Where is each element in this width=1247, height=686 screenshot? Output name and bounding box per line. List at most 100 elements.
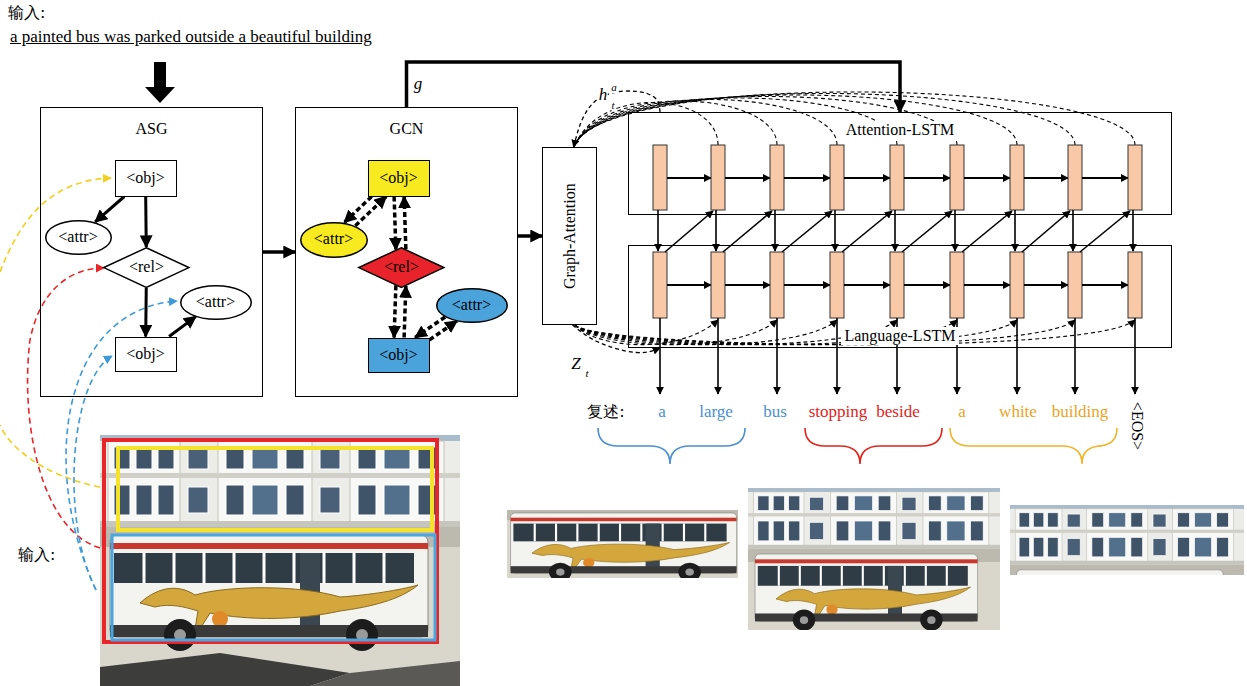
- arrow: [169, 317, 196, 337]
- lstm-cell: [830, 145, 844, 210]
- arrow: [144, 288, 148, 337]
- ellipse-outline: [45, 220, 111, 254]
- context-wire: [575, 320, 1075, 345]
- recurrent-arrow: [904, 284, 950, 286]
- building-region: [118, 448, 432, 530]
- recurrent-arrow: [1024, 284, 1068, 286]
- output-word-holder: bus: [763, 402, 787, 422]
- hidden-state-symbol-holder: h: [599, 86, 608, 104]
- grounding-curve: [0, 178, 111, 272]
- recurrent-arrow: [844, 284, 890, 286]
- recurrent-arrow: [784, 284, 830, 286]
- output-word: large: [699, 402, 733, 422]
- recurrent-arrow: [725, 177, 770, 179]
- bus-region: [112, 535, 435, 640]
- crop-scene: [503, 454, 759, 602]
- recurrent-arrow: [1082, 177, 1128, 179]
- output-word-holder: beside: [876, 402, 919, 422]
- edge-label: g: [412, 74, 425, 94]
- recurrent-arrow: [667, 284, 711, 286]
- object-node: <obj>: [368, 160, 430, 197]
- input-label: 输入:: [18, 546, 55, 564]
- output-word: bus: [763, 402, 787, 422]
- module-title: ASG: [135, 120, 167, 138]
- output-word: building: [1052, 402, 1109, 422]
- recurrent-arrow: [1082, 284, 1128, 286]
- lstm-cell: [711, 252, 725, 318]
- recurrent-arrow: [904, 177, 950, 179]
- lstm-cell: [653, 145, 667, 210]
- module-box: GCN<obj><attr><rel><attr><obj>: [295, 107, 518, 397]
- output-word-holder: large: [699, 402, 733, 422]
- attention-wire: [574, 95, 1017, 147]
- grounding-curve: [74, 356, 112, 590]
- output-label-holder: 复述:: [587, 403, 624, 421]
- recurrent-arrow: [844, 177, 890, 179]
- output-word: a: [958, 402, 966, 422]
- attention-wire: [574, 93, 1075, 147]
- object-node: <obj>: [368, 338, 430, 373]
- input-sentence: a painted bus was parked outside a beaut…: [10, 27, 372, 47]
- brace: [950, 428, 1117, 464]
- lstm-cell: [890, 252, 904, 318]
- lstm-cell: [950, 252, 964, 318]
- attention-wire: [574, 92, 1135, 147]
- lstm-layer: Language-LSTM: [628, 245, 1172, 348]
- relation-node: <rel>: [103, 247, 190, 288]
- hidden-state-symbol: h: [599, 86, 608, 103]
- attribute-node: <attr>: [300, 222, 368, 258]
- diamond-outline: [359, 248, 444, 288]
- attention-wire: [574, 101, 777, 147]
- dashed-arrow: [574, 91, 661, 147]
- node-label: <obj>: [379, 346, 418, 364]
- node-label: <rel>: [384, 258, 419, 276]
- grounding-curve: [66, 301, 177, 590]
- ellipse-outline: [300, 222, 367, 257]
- recurrent-arrow: [964, 284, 1010, 286]
- dashed-arrow: [394, 285, 396, 337]
- arrow: [518, 234, 542, 238]
- superscript: a: [611, 82, 617, 93]
- dashed-arrow: [404, 286, 406, 338]
- context-wire: [575, 320, 1135, 345]
- dashed-arrow: [430, 321, 457, 340]
- context-wire: [575, 320, 837, 345]
- lstm-cell: [890, 145, 904, 210]
- lstm-cell: [770, 145, 784, 210]
- subscript-holder: t: [585, 363, 588, 381]
- input-arrow: [145, 62, 175, 103]
- recurrent-arrow: [1024, 177, 1068, 179]
- node-label: <obj>: [126, 169, 165, 187]
- dashed-arrow: [415, 317, 445, 338]
- lstm-layer: Attention-LSTM: [628, 112, 1172, 215]
- arrow: [144, 197, 148, 248]
- dashed-arrow: [355, 197, 386, 226]
- dashed-arrow: [404, 197, 406, 250]
- output-word: stopping: [809, 402, 868, 422]
- output-arrow: [659, 318, 661, 394]
- scene-crop: [748, 488, 1000, 654]
- context-symbol: Z: [571, 355, 580, 372]
- subscript: t: [611, 100, 614, 111]
- relation-region: [104, 440, 437, 642]
- output-arrow: [836, 318, 838, 394]
- superscript-holder: a: [611, 77, 617, 95]
- lstm-cell: [770, 252, 784, 318]
- output-arrow: [1134, 318, 1136, 394]
- output-word-holder: a: [958, 402, 966, 422]
- photo-scene: [100, 435, 460, 686]
- recurrent-arrow: [784, 177, 830, 179]
- lstm-cell: [830, 252, 844, 318]
- attribute-node: <attr>: [45, 220, 112, 255]
- arrow: [95, 197, 124, 222]
- dashed-arrow: [344, 197, 371, 223]
- recurrent-arrow: [964, 177, 1010, 179]
- grounding-curve: [0, 425, 100, 487]
- module-title: Graph-Attention: [560, 183, 578, 289]
- output-arrow: [717, 318, 719, 394]
- crop-scene: [748, 488, 1000, 654]
- layer-title: Language-LSTM: [841, 327, 958, 345]
